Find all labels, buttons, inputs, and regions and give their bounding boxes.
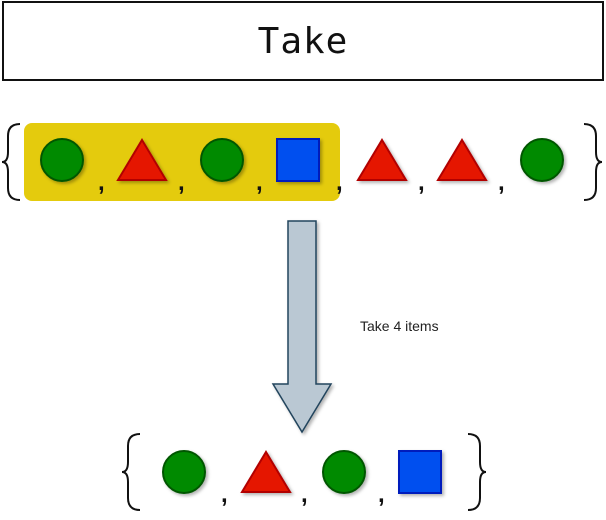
- result-item-circle: [162, 450, 206, 494]
- source-separator-comma: ,: [98, 169, 105, 196]
- result-separator-comma: ,: [221, 481, 228, 508]
- source-item-triangle: [356, 138, 408, 181]
- source-sequence: ,,,,,,: [40, 138, 564, 196]
- source-separator-comma: ,: [178, 169, 185, 196]
- source-item-circle: [520, 138, 564, 182]
- result-separator-comma: ,: [378, 481, 385, 508]
- result-close-brace: [467, 433, 487, 511]
- result-open-brace: [121, 433, 141, 511]
- source-separator-comma: ,: [498, 169, 505, 196]
- operation-caption: Take 4 items: [360, 318, 439, 334]
- result-item-triangle: [240, 450, 292, 493]
- take-arrow: [271, 220, 333, 434]
- source-item-triangle: [116, 138, 168, 181]
- title: Take: [257, 20, 349, 62]
- title-box: Take: [2, 1, 604, 81]
- source-separator-comma: ,: [336, 169, 343, 196]
- source-item-circle: [200, 138, 244, 182]
- source-close-brace: [583, 123, 603, 201]
- source-open-brace: [1, 123, 21, 201]
- source-separator-comma: ,: [418, 169, 425, 196]
- selection-highlight: [24, 123, 340, 201]
- result-item-square: [398, 450, 442, 494]
- source-item-triangle: [436, 138, 488, 181]
- result-separator-comma: ,: [301, 481, 308, 508]
- source-separator-comma: ,: [256, 169, 263, 196]
- result-item-circle: [322, 450, 366, 494]
- source-item-circle: [40, 138, 84, 182]
- result-sequence: ,,,: [162, 450, 442, 508]
- source-item-square: [276, 138, 320, 182]
